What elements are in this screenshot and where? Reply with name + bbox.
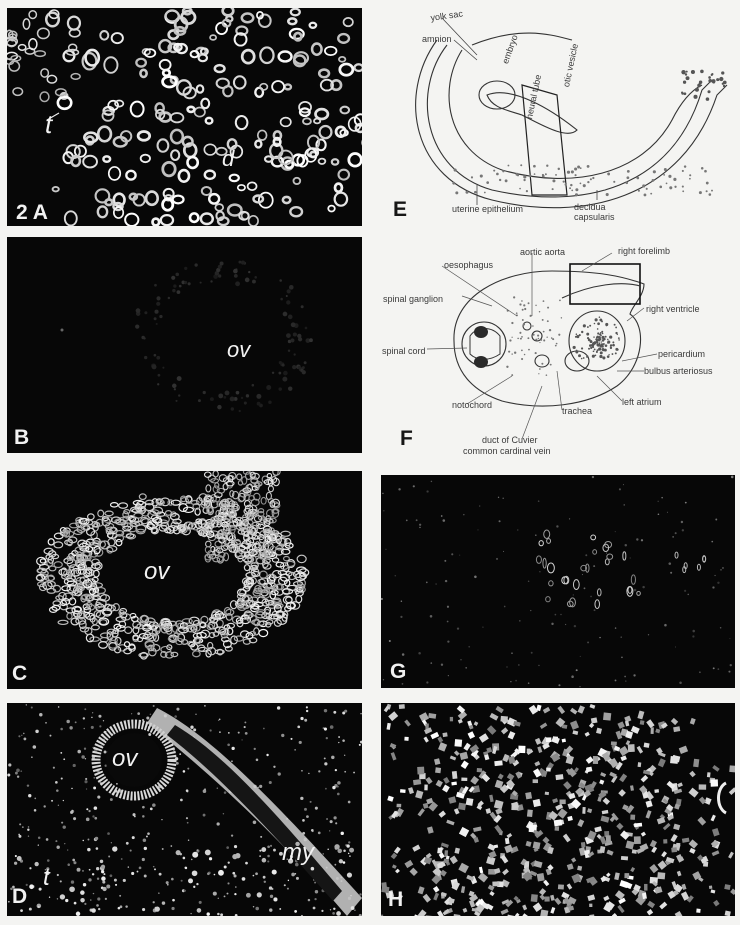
label-right-ventricle: right ventricle bbox=[646, 304, 700, 314]
label-bulbus-arteriosus: bulbus arteriosus bbox=[644, 366, 713, 376]
micrograph-panel-b: ov B bbox=[7, 237, 362, 453]
panel-label-g: G bbox=[390, 660, 407, 683]
micrograph-panel-d: ov my t D bbox=[7, 703, 362, 916]
micrograph-panel-c: ov C bbox=[7, 471, 362, 689]
panel-d-section bbox=[7, 704, 362, 916]
label-notochord: notochord bbox=[452, 400, 493, 410]
panel-c-otic-vesicle bbox=[35, 471, 310, 660]
label-trachea: trachea bbox=[562, 406, 593, 416]
panel-e-drawing bbox=[415, 17, 728, 209]
micrograph-panel-h: H bbox=[381, 703, 735, 916]
panel-label-f: F bbox=[400, 427, 413, 450]
panel-a-cells bbox=[7, 8, 362, 226]
panel-g-sparse-cells bbox=[381, 475, 734, 688]
annotation-d: d bbox=[222, 146, 235, 171]
diagram-panel-e: yolk sac amnion embryo neural tube otic … bbox=[382, 0, 736, 228]
label-spinal-cord: spinal cord bbox=[382, 346, 426, 356]
label-amnion: amnion bbox=[422, 34, 452, 44]
panel-label-b: B bbox=[14, 426, 30, 449]
panel-label-h: H bbox=[388, 888, 404, 911]
label-common-cardinal-vein: common cardinal vein bbox=[463, 446, 551, 456]
panel-h-dense-cells bbox=[381, 703, 735, 916]
annotation-my: my bbox=[282, 839, 314, 866]
diagram-panel-f: aortic aorta oesophagus right forelimb s… bbox=[382, 236, 736, 464]
annotation-ov: ov bbox=[227, 337, 251, 362]
label-right-forelimb: right forelimb bbox=[618, 246, 671, 256]
label-aortic-aorta: aortic aorta bbox=[520, 247, 566, 257]
panel-f-drawing bbox=[426, 252, 658, 440]
panel-label-a: 2 A bbox=[16, 201, 48, 224]
label-spinal-ganglion: spinal ganglion bbox=[383, 294, 444, 304]
annotation-ov: ov bbox=[144, 558, 170, 585]
label-oesophagus: oesophagus bbox=[444, 260, 494, 270]
panel-label-e: E bbox=[393, 198, 408, 221]
annotation-ov: ov bbox=[112, 745, 138, 772]
panel-b-faint-section bbox=[60, 260, 313, 413]
annotation-t: t bbox=[45, 109, 53, 139]
annotation-t: t bbox=[43, 864, 50, 891]
panel-label-c: C bbox=[12, 662, 28, 685]
label-duct-of-cuvier: duct of Cuvier bbox=[482, 435, 538, 445]
label-decidua-capsularis: decidua capsularis bbox=[574, 202, 615, 222]
micrograph-panel-g: G bbox=[381, 475, 735, 688]
label-pericardium: pericardium bbox=[658, 349, 706, 359]
label-left-atrium: left atrium bbox=[622, 397, 662, 407]
label-uterine-epithelium: uterine epithelium bbox=[452, 204, 524, 214]
micrograph-panel-a: t d 2 A bbox=[7, 8, 362, 226]
panel-label-d: D bbox=[12, 885, 28, 908]
